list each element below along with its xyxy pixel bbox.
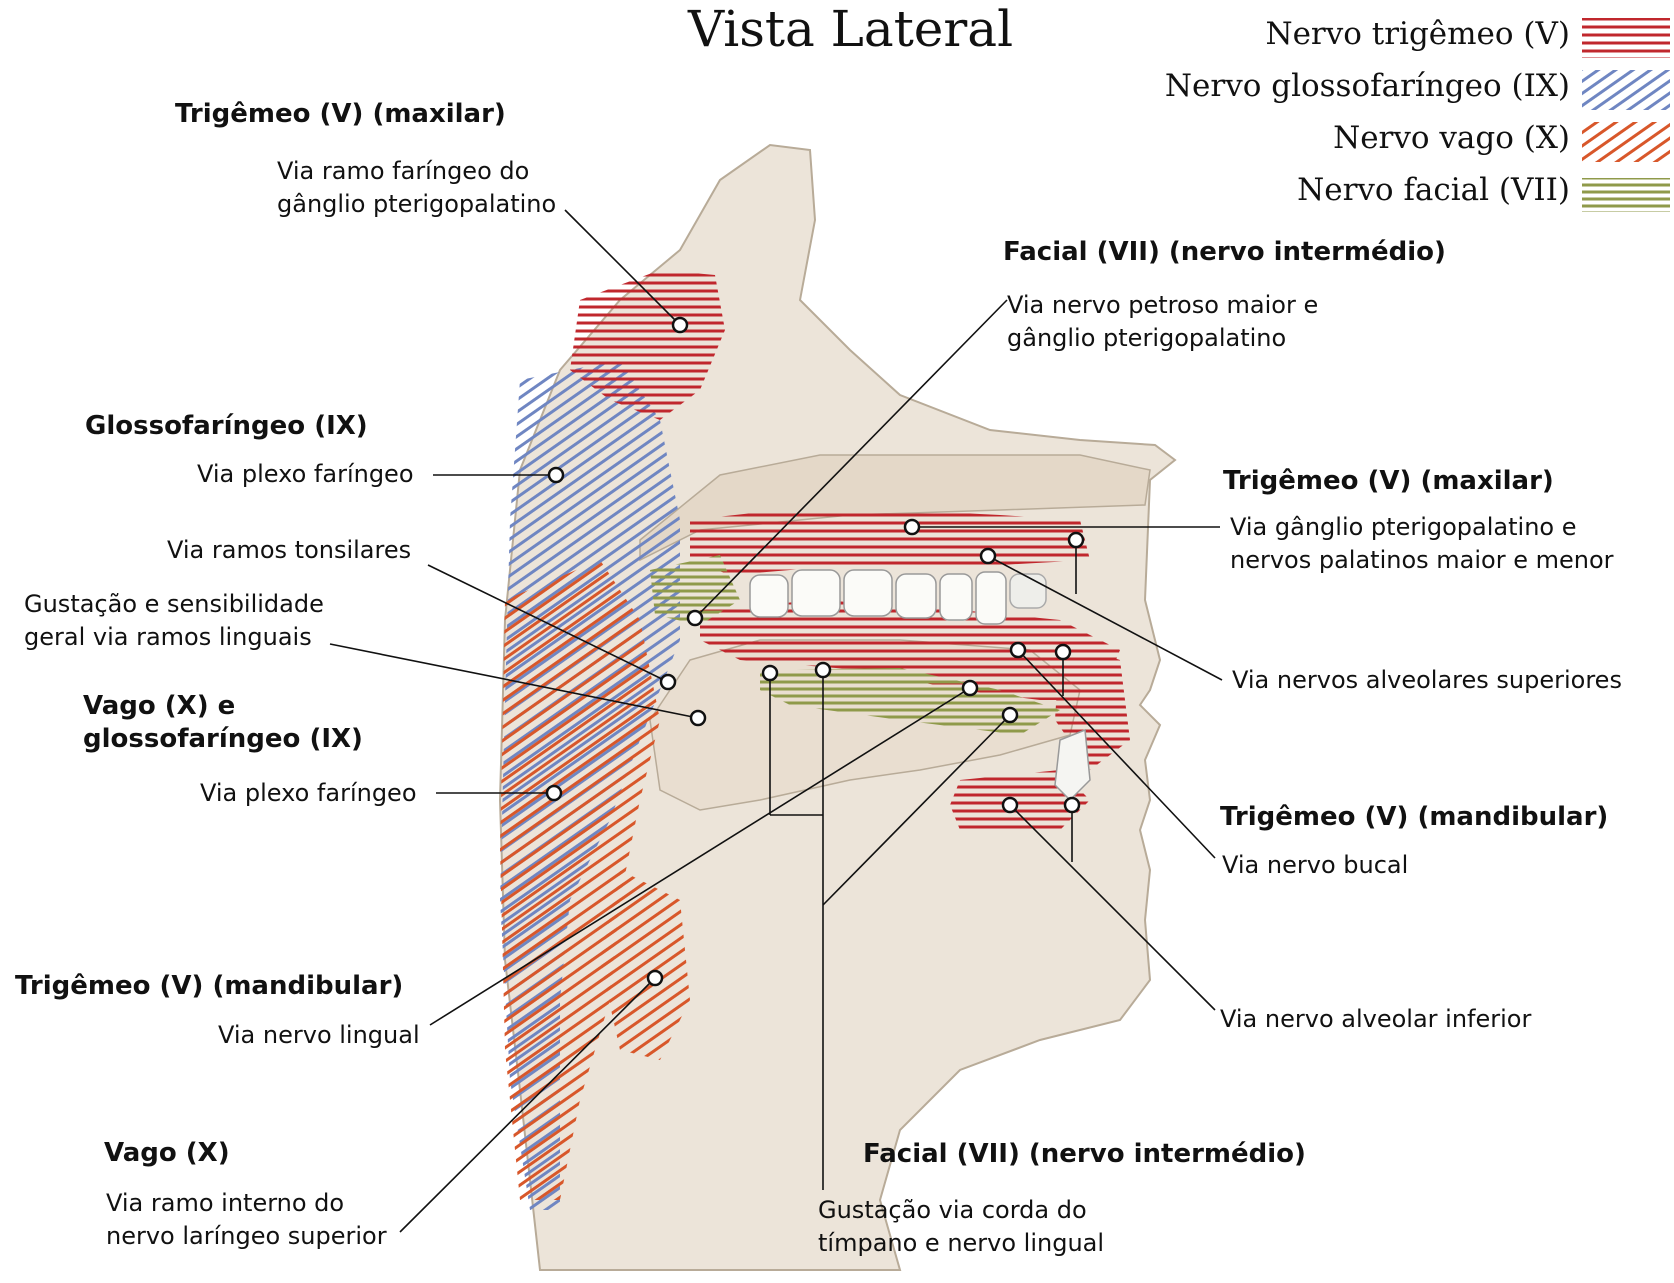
legend-label-glosso: Nervo glossofaríngeo (IX) <box>1165 68 1570 104</box>
callout-text-trig-max-right-2: nervos palatinos maior e menor <box>1230 543 1614 577</box>
callout-text-facial-top-2: gânglio pterigopalatino <box>1007 321 1286 355</box>
callout-text-trig-mand-right: Via nervo bucal <box>1222 848 1408 882</box>
diagram-title: Vista Lateral <box>688 0 1013 58</box>
legend-swatches <box>1582 18 1670 212</box>
callout-heading-facial-top: Facial (VII) (nervo intermédio) <box>1003 236 1446 269</box>
legend-swatch-trigemeo <box>1582 18 1670 58</box>
callout-text-vago-glosso: Via plexo faríngeo <box>200 776 417 810</box>
callout-text-gust-lingual-2: geral via ramos linguais <box>24 620 312 654</box>
callout-heading-facial-bottom: Facial (VII) (nervo intermédio) <box>863 1138 1306 1171</box>
legend-label-facial: Nervo facial (VII) <box>1297 172 1570 208</box>
callout-text-facial-bottom-1: Gustação via corda do <box>818 1193 1087 1227</box>
callout-text-tonsil: Via ramos tonsilares <box>167 533 411 567</box>
callout-text-facial-bottom-2: tímpano e nervo lingual <box>818 1226 1104 1260</box>
callout-heading-trig-max-right: Trigêmeo (V) (maxilar) <box>1223 465 1554 498</box>
callout-text-gust-lingual-1: Gustação e sensibilidade <box>24 587 324 621</box>
callout-text-alveolar-inf: Via nervo alveolar inferior <box>1220 1002 1531 1036</box>
callout-text-facial-top-1: Via nervo petroso maior e <box>1007 288 1318 322</box>
callout-heading-trig-mand-left: Trigêmeo (V) (mandibular) <box>15 970 403 1003</box>
callout-text-trig-max-right-1: Via gânglio pterigopalatino e <box>1230 510 1576 544</box>
legend-swatch-vago <box>1582 122 1670 162</box>
callout-heading-vago-glosso-2: glossofaríngeo (IX) <box>83 723 363 756</box>
callout-heading-trig-mand-right: Trigêmeo (V) (mandibular) <box>1220 801 1608 834</box>
callout-heading-vago: Vago (X) <box>104 1137 230 1170</box>
callout-heading-glosso: Glossofaríngeo (IX) <box>85 410 368 443</box>
callout-text-trig-mand-left: Via nervo lingual <box>218 1018 420 1052</box>
callout-text-vago-1: Via ramo interno do <box>106 1186 344 1220</box>
callout-text-alveolar-sup: Via nervos alveolares superiores <box>1232 663 1622 697</box>
callout-text-trig-max-left-2: gânglio pterigopalatino <box>277 187 556 221</box>
callout-text-vago-2: nervo laríngeo superior <box>106 1219 387 1253</box>
legend-swatch-glosso <box>1582 70 1670 110</box>
callout-text-trig-max-left-1: Via ramo faríngeo do <box>277 154 529 188</box>
legend-label-trigemeo: Nervo trigêmeo (V) <box>1265 16 1570 52</box>
callout-heading-vago-glosso-1: Vago (X) e <box>83 690 235 723</box>
legend-swatch-facial <box>1582 178 1670 212</box>
legend-label-vago: Nervo vago (X) <box>1333 120 1570 156</box>
callout-text-glosso: Via plexo faríngeo <box>197 457 414 491</box>
callout-heading-trig-max-left: Trigêmeo (V) (maxilar) <box>175 98 506 131</box>
